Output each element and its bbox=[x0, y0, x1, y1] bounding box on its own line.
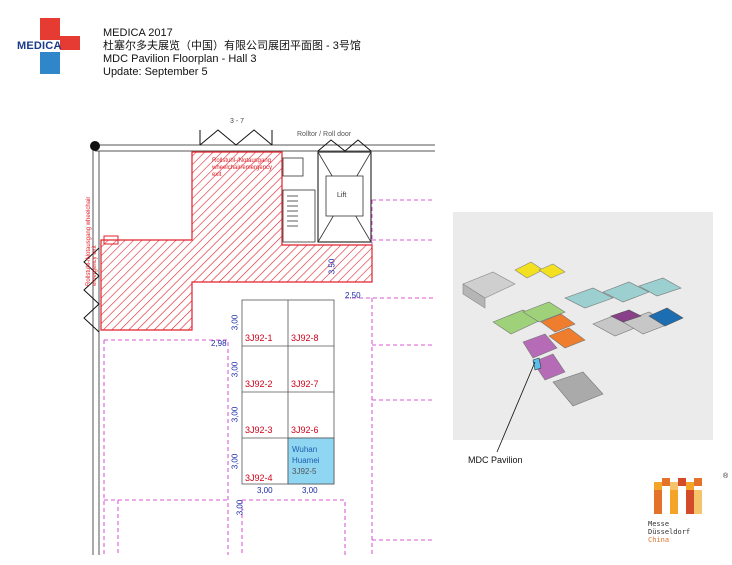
header-subtitle-en: MDC Pavilion Floorplan - Hall 3 bbox=[103, 53, 257, 65]
booth-3J92-7[interactable]: 3J92-7 bbox=[291, 379, 319, 389]
stairs bbox=[282, 157, 316, 243]
header-update: Update: September 5 bbox=[103, 66, 208, 78]
fairground-map-drawing bbox=[462, 261, 684, 407]
booth-3J92-5-exhibitor[interactable]: Wuhan Huamei 3J92-5 bbox=[292, 444, 320, 477]
brand-line2: Düsseldorf bbox=[648, 528, 691, 536]
messe-text: Messe Düsseldorf China bbox=[648, 520, 690, 544]
fairground-map bbox=[453, 212, 713, 440]
logo-text: MEDICA bbox=[17, 40, 62, 52]
booth-3J92-5: 3J92-5 bbox=[292, 467, 317, 476]
header-title: MEDICA 2017 bbox=[103, 27, 173, 39]
booth-3J92-8[interactable]: 3J92-8 bbox=[291, 333, 319, 343]
booth-3J92-3[interactable]: 3J92-3 bbox=[245, 425, 273, 435]
dim-3-00-f: 3,00 bbox=[302, 486, 318, 495]
door-top bbox=[199, 129, 273, 146]
registered-mark: ® bbox=[723, 473, 729, 480]
header-subtitle-cn: 杜塞尔多夫展览（中国）有限公司展团平面图 - 3号馆 bbox=[103, 40, 361, 52]
roll-door-label: Rolltor / Roll door bbox=[297, 131, 352, 138]
escape-zone bbox=[100, 151, 373, 331]
door-left bbox=[83, 247, 100, 333]
brand-line3: China bbox=[648, 536, 670, 544]
booth-3J92-1[interactable]: 3J92-1 bbox=[245, 333, 273, 343]
messe-duesseldorf-logo bbox=[654, 478, 702, 514]
dim-3-00-e: 3,00 bbox=[257, 486, 273, 495]
booth-3J92-6[interactable]: 3J92-6 bbox=[291, 425, 319, 435]
lift-label: Lift bbox=[337, 192, 347, 199]
booth-3J92-4[interactable]: 3J92-4 bbox=[245, 473, 273, 483]
dim-2-98: 2,98 bbox=[211, 339, 227, 348]
roll-door bbox=[317, 139, 372, 152]
exhibitor-name-line2: Huamei bbox=[292, 456, 320, 465]
booth-3J92-2[interactable]: 3J92-2 bbox=[245, 379, 273, 389]
booth-highlight bbox=[287, 437, 335, 485]
mdc-pavilion-label: MDC Pavilion bbox=[468, 455, 523, 465]
dim-2-50: 2,50 bbox=[345, 291, 361, 300]
floorplan bbox=[83, 129, 435, 555]
aisle-lines bbox=[103, 199, 435, 555]
escape-label-top: Rollstuhl-/Notausgang wheelchair/emergen… bbox=[212, 158, 273, 178]
corner-column bbox=[90, 141, 100, 151]
door-label: 3 - 7 bbox=[230, 118, 245, 125]
medica-logo bbox=[40, 18, 80, 74]
exhibitor-name-line1: Wuhan bbox=[292, 445, 318, 454]
brand-line1: Messe bbox=[648, 520, 670, 528]
